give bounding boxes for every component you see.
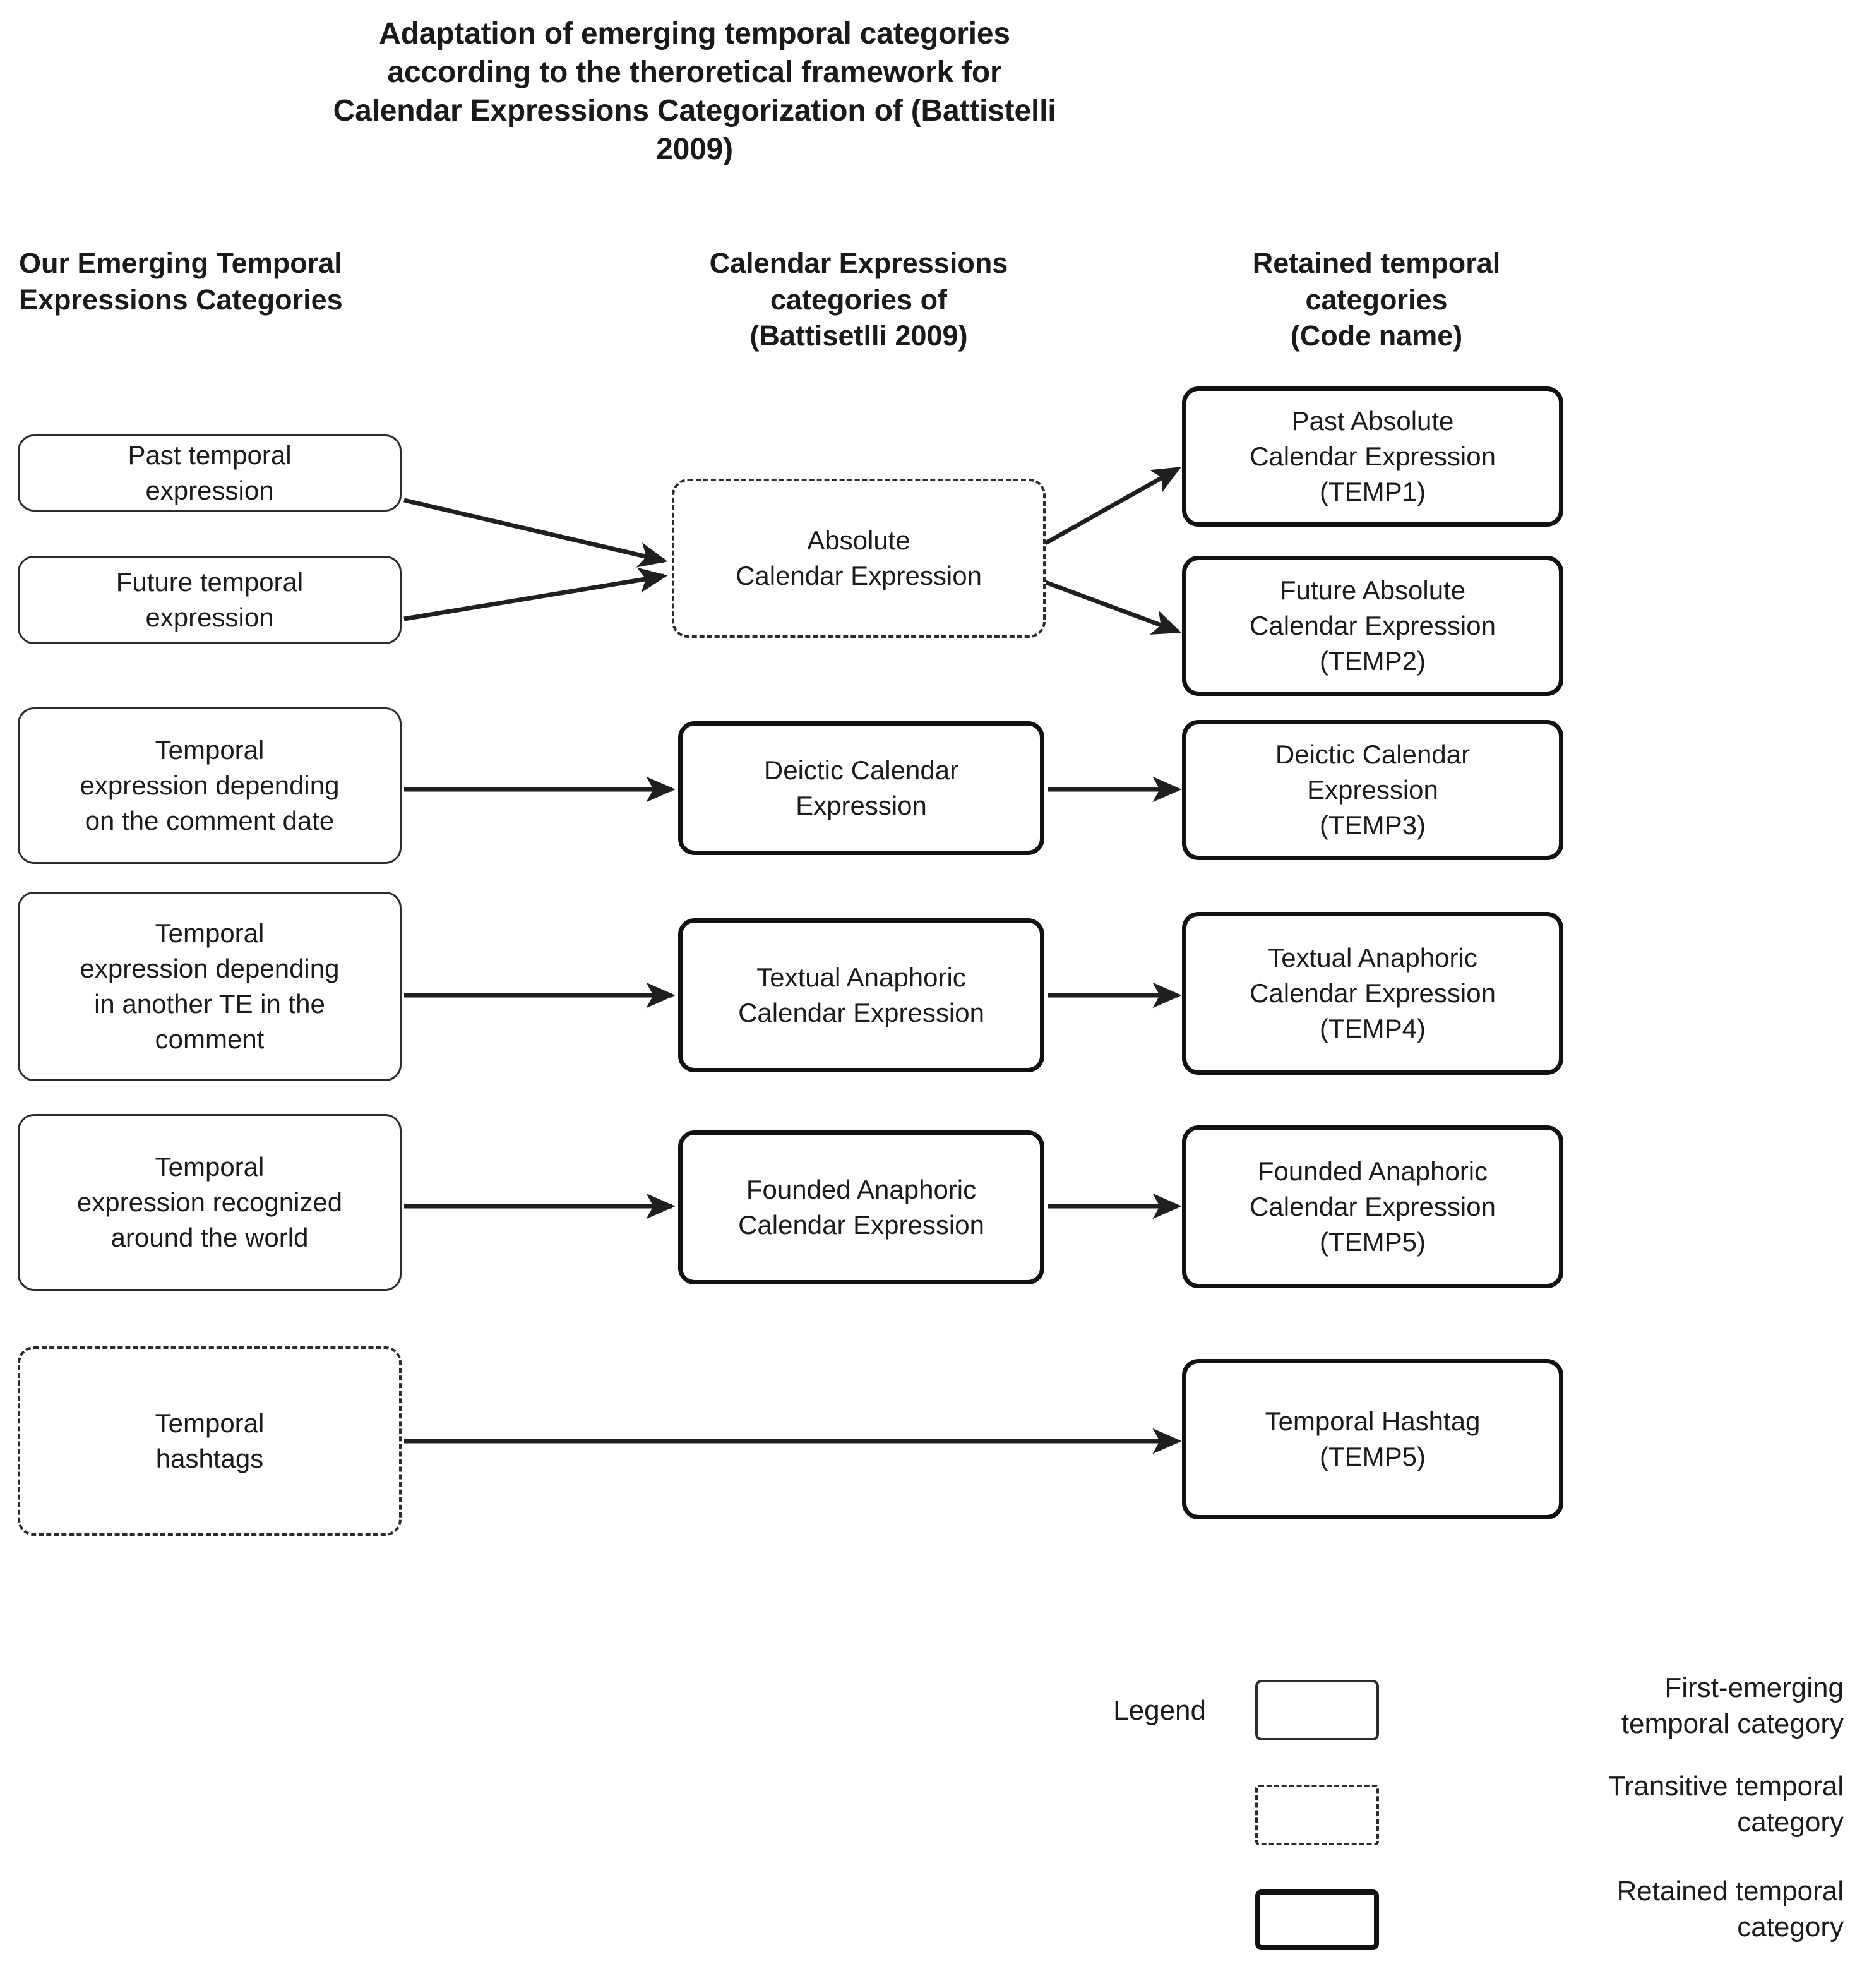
arrow-absolute-to-temp1 bbox=[1044, 466, 1181, 546]
diagram-title: Adaptation of emerging temporal categori… bbox=[333, 17, 1056, 166]
legend-swatch-retained bbox=[1255, 1889, 1379, 1950]
legend-swatch-transitive bbox=[1255, 1785, 1379, 1845]
node-future-temporal-expression[interactable]: Future temporal expression bbox=[18, 556, 402, 644]
arrow-future-to-absolute bbox=[403, 567, 668, 621]
node-temporal-expression-around-world[interactable]: Temporal expression recognized around th… bbox=[18, 1114, 402, 1291]
column-header-emerging-categories: Our Emerging Temporal Expressions Catego… bbox=[19, 247, 343, 316]
legend-text-first-emerging: First-emerging temporal category bbox=[1621, 1672, 1844, 1740]
node-textual-anaphoric-calendar-expression[interactable]: Textual Anaphoric Calendar Expression bbox=[678, 918, 1044, 1072]
node-temporal-expression-another-te[interactable]: Temporal expression depending in another… bbox=[18, 892, 402, 1081]
node-temporal-expression-comment-date[interactable]: Temporal expression depending on the com… bbox=[18, 707, 402, 864]
node-past-absolute-calendar-expression-temp1[interactable]: Past Absolute Calendar Expression (TEMP1… bbox=[1182, 386, 1563, 527]
arrow-absolute-to-temp2 bbox=[1044, 580, 1182, 635]
node-deictic-calendar-expression[interactable]: Deictic Calendar Expression bbox=[678, 721, 1044, 855]
node-past-temporal-expression[interactable]: Past temporal expression bbox=[18, 434, 402, 512]
column-header-calendar-expressions: Calendar Expressions categories of (Batt… bbox=[709, 247, 1008, 352]
legend-text-transitive: Transitive temporal category bbox=[1608, 1771, 1844, 1838]
node-textual-anaphoric-calendar-expression-temp4[interactable]: Textual Anaphoric Calendar Expression (T… bbox=[1182, 912, 1563, 1075]
node-future-absolute-calendar-expression-temp2[interactable]: Future Absolute Calendar Expression (TEM… bbox=[1182, 556, 1563, 696]
node-founded-anaphoric-calendar-expression-temp5[interactable]: Founded Anaphoric Calendar Expression (T… bbox=[1182, 1125, 1563, 1288]
node-absolute-calendar-expression[interactable]: Absolute Calendar Expression bbox=[672, 479, 1046, 638]
legend-label: Legend bbox=[1113, 1695, 1206, 1726]
arrow-past-to-absolute bbox=[403, 498, 668, 568]
node-deictic-calendar-expression-temp3[interactable]: Deictic Calendar Expression (TEMP3) bbox=[1182, 720, 1563, 860]
node-temporal-hashtags[interactable]: Temporal hashtags bbox=[18, 1346, 402, 1536]
legend-text-retained: Retained temporal category bbox=[1616, 1876, 1844, 1943]
node-founded-anaphoric-calendar-expression[interactable]: Founded Anaphoric Calendar Expression bbox=[678, 1130, 1044, 1284]
legend-swatch-first-emerging bbox=[1255, 1680, 1379, 1740]
node-temporal-hashtag-temp5[interactable]: Temporal Hashtag (TEMP5) bbox=[1182, 1359, 1563, 1519]
column-header-retained-categories: Retained temporal categories (Code name) bbox=[1252, 247, 1501, 352]
